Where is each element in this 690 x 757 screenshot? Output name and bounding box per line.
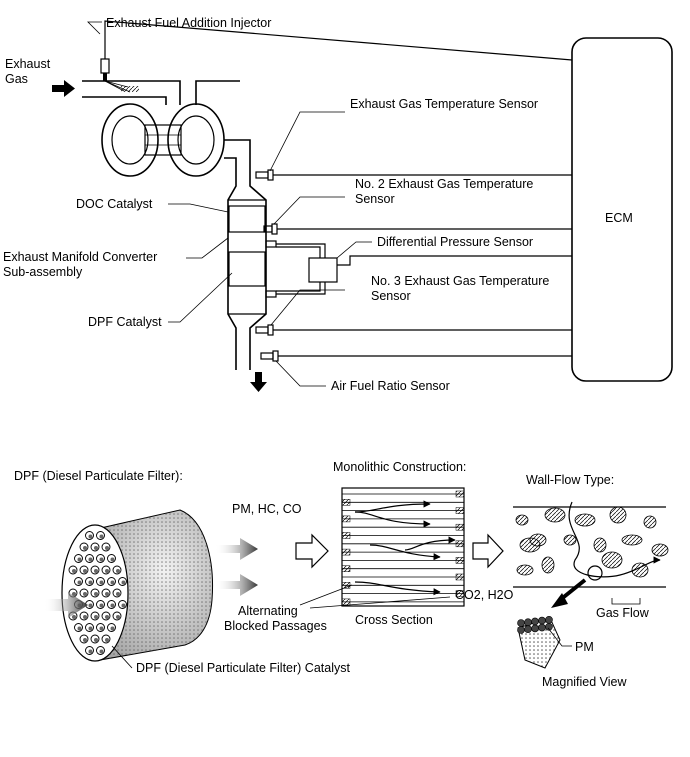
dpf-catalyst-leader — [168, 272, 233, 323]
ecm-label: ECM — [605, 211, 633, 225]
pm-leader — [547, 627, 572, 647]
exhaust-intake-pipe — [82, 80, 240, 105]
doc-catalyst-label: DOC Catalyst — [76, 197, 153, 211]
process-arrow-1-icon — [295, 533, 329, 569]
monolithic-label: Monolithic Construction: — [333, 460, 466, 474]
manifold-converter-leader — [186, 237, 229, 259]
cross-section-block — [341, 487, 465, 607]
alternating-leader-2 — [309, 596, 451, 609]
diff-pressure-leader — [336, 241, 372, 259]
temp-sensor-1-label: Exhaust Gas Temperature Sensor — [350, 97, 538, 111]
temp-sensor-2-label-line2: Sensor — [355, 192, 395, 206]
temp-sensor-3-label-line1: No. 3 Exhaust Gas Temperature — [371, 274, 549, 288]
diff-pressure-label: Differential Pressure Sensor — [377, 235, 533, 249]
alternating-label-line1: Alternating — [238, 604, 298, 618]
manifold-converter-label-line1: Exhaust Manifold Converter — [3, 250, 157, 264]
cross-section-label: Cross Section — [355, 613, 433, 627]
temp-sensor-2-leader — [273, 196, 345, 225]
honeycomb-face — [68, 531, 127, 655]
doc-catalyst-element — [228, 205, 266, 233]
gas-flow-bracket — [611, 598, 641, 605]
magnify-arrow-icon — [551, 578, 587, 608]
pm-particle-cluster-icon — [517, 615, 561, 669]
dpf-catalyst-label: DPF Catalyst — [88, 315, 162, 329]
injector-leader — [87, 21, 102, 35]
af-sensor-label: Air Fuel Ratio Sensor — [331, 379, 450, 393]
gases-in-label: PM, HC, CO — [232, 502, 302, 516]
temp-sensor-1-icon — [255, 169, 274, 181]
temp-sensor-3-label-line2: Sensor — [371, 289, 411, 303]
inlet-flow-arrow-icon — [44, 592, 88, 618]
af-sensor-icon — [260, 350, 279, 362]
alternating-leader-1 — [299, 584, 353, 606]
pm-label: PM — [575, 640, 594, 654]
dpf-catalyst-caption: DPF (Diesel Particulate Filter) Catalyst — [136, 661, 350, 675]
injector-label: Exhaust Fuel Addition Injector — [106, 16, 271, 30]
dpf-cylinder-icon — [61, 509, 213, 662]
doc-catalyst-leader — [168, 203, 229, 213]
manifold-converter-label-line2: Sub-assembly — [3, 265, 83, 279]
gas-flow-label: Gas Flow — [596, 606, 650, 620]
alternating-label-line2: Blocked Passages — [224, 619, 327, 633]
temp-sensor-2-label-line1: No. 2 Exhaust Gas Temperature — [355, 177, 533, 191]
wall-flow-section — [513, 501, 669, 588]
temp-sensor-3-icon — [255, 324, 274, 336]
diff-pressure-sensor-icon — [265, 240, 338, 298]
exhaust-inlet-arrow-icon — [52, 80, 75, 97]
exhaust-gas-label-line2: Gas — [5, 72, 28, 86]
turbocharger-icon — [101, 103, 251, 177]
wall-flow-label: Wall-Flow Type: — [526, 473, 614, 487]
outlet-flow-arrows — [215, 538, 258, 596]
process-arrow-2-icon — [472, 533, 504, 569]
gases-out-label: CO2, H2O — [455, 588, 514, 602]
outlet-arrow-2-icon — [215, 574, 258, 596]
diff-pressure-wire — [337, 255, 572, 266]
bottom-dpf-diagram: DPF (Diesel Particulate Filter): PM, HC,… — [14, 460, 669, 689]
dpf-catalyst-element — [228, 251, 266, 287]
magnified-view-label: Magnified View — [542, 675, 628, 689]
temp-sensor-1-leader — [269, 111, 345, 172]
injector-wire — [104, 20, 573, 61]
af-sensor-leader — [275, 360, 326, 387]
temp-sensor-3-leader — [270, 289, 345, 326]
fuel-injector-icon — [100, 58, 139, 93]
dpf-catalyst-caption-leader — [111, 645, 133, 669]
top-system-diagram: ECM Exhaust Gas Exhaust Fuel Addition In… — [3, 16, 673, 393]
exhaust-outlet-arrow-icon — [250, 372, 267, 392]
ecm-unit: ECM — [571, 37, 673, 382]
outlet-arrow-1-icon — [215, 538, 258, 560]
dpf-title: DPF (Diesel Particulate Filter): — [14, 469, 183, 483]
manifold-converter — [227, 172, 267, 370]
exhaust-gas-label-line1: Exhaust — [5, 57, 51, 71]
